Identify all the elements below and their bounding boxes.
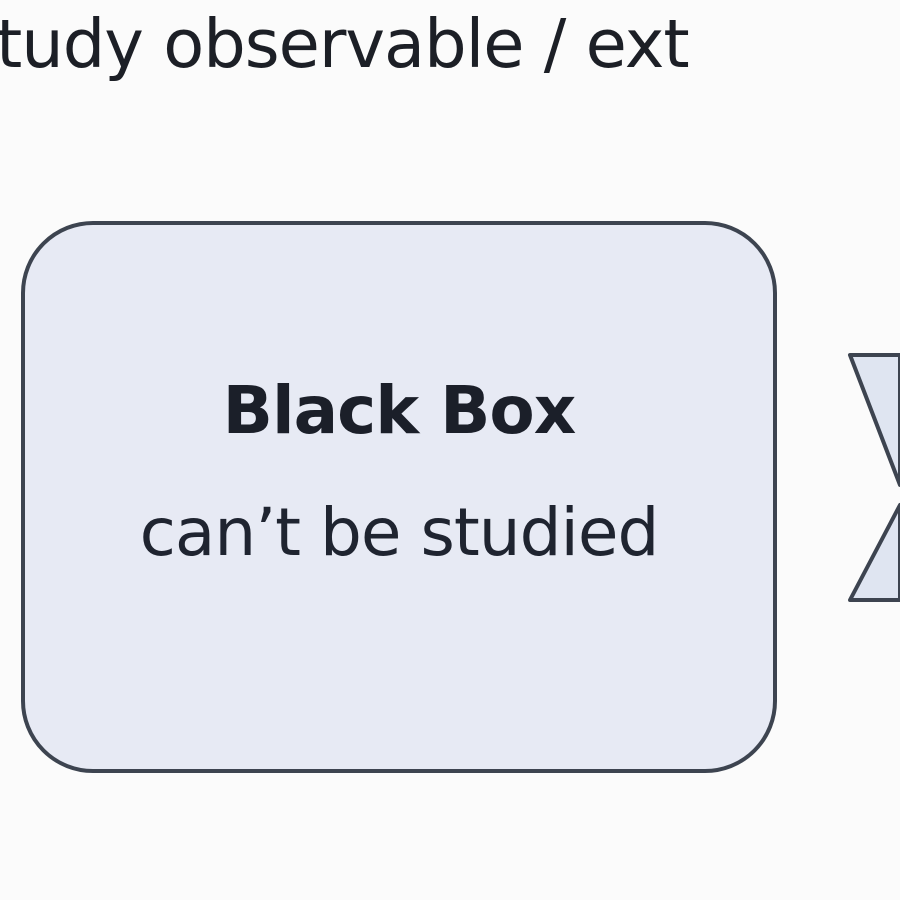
hourglass-arrow-shape (848, 353, 900, 602)
black-box-subtitle: can’t be studied (139, 494, 660, 571)
black-box-title: Black Box (222, 372, 577, 449)
page-title: tudy observable / ext (0, 5, 690, 83)
black-box-node: Black Box can’t be studied (21, 221, 777, 773)
